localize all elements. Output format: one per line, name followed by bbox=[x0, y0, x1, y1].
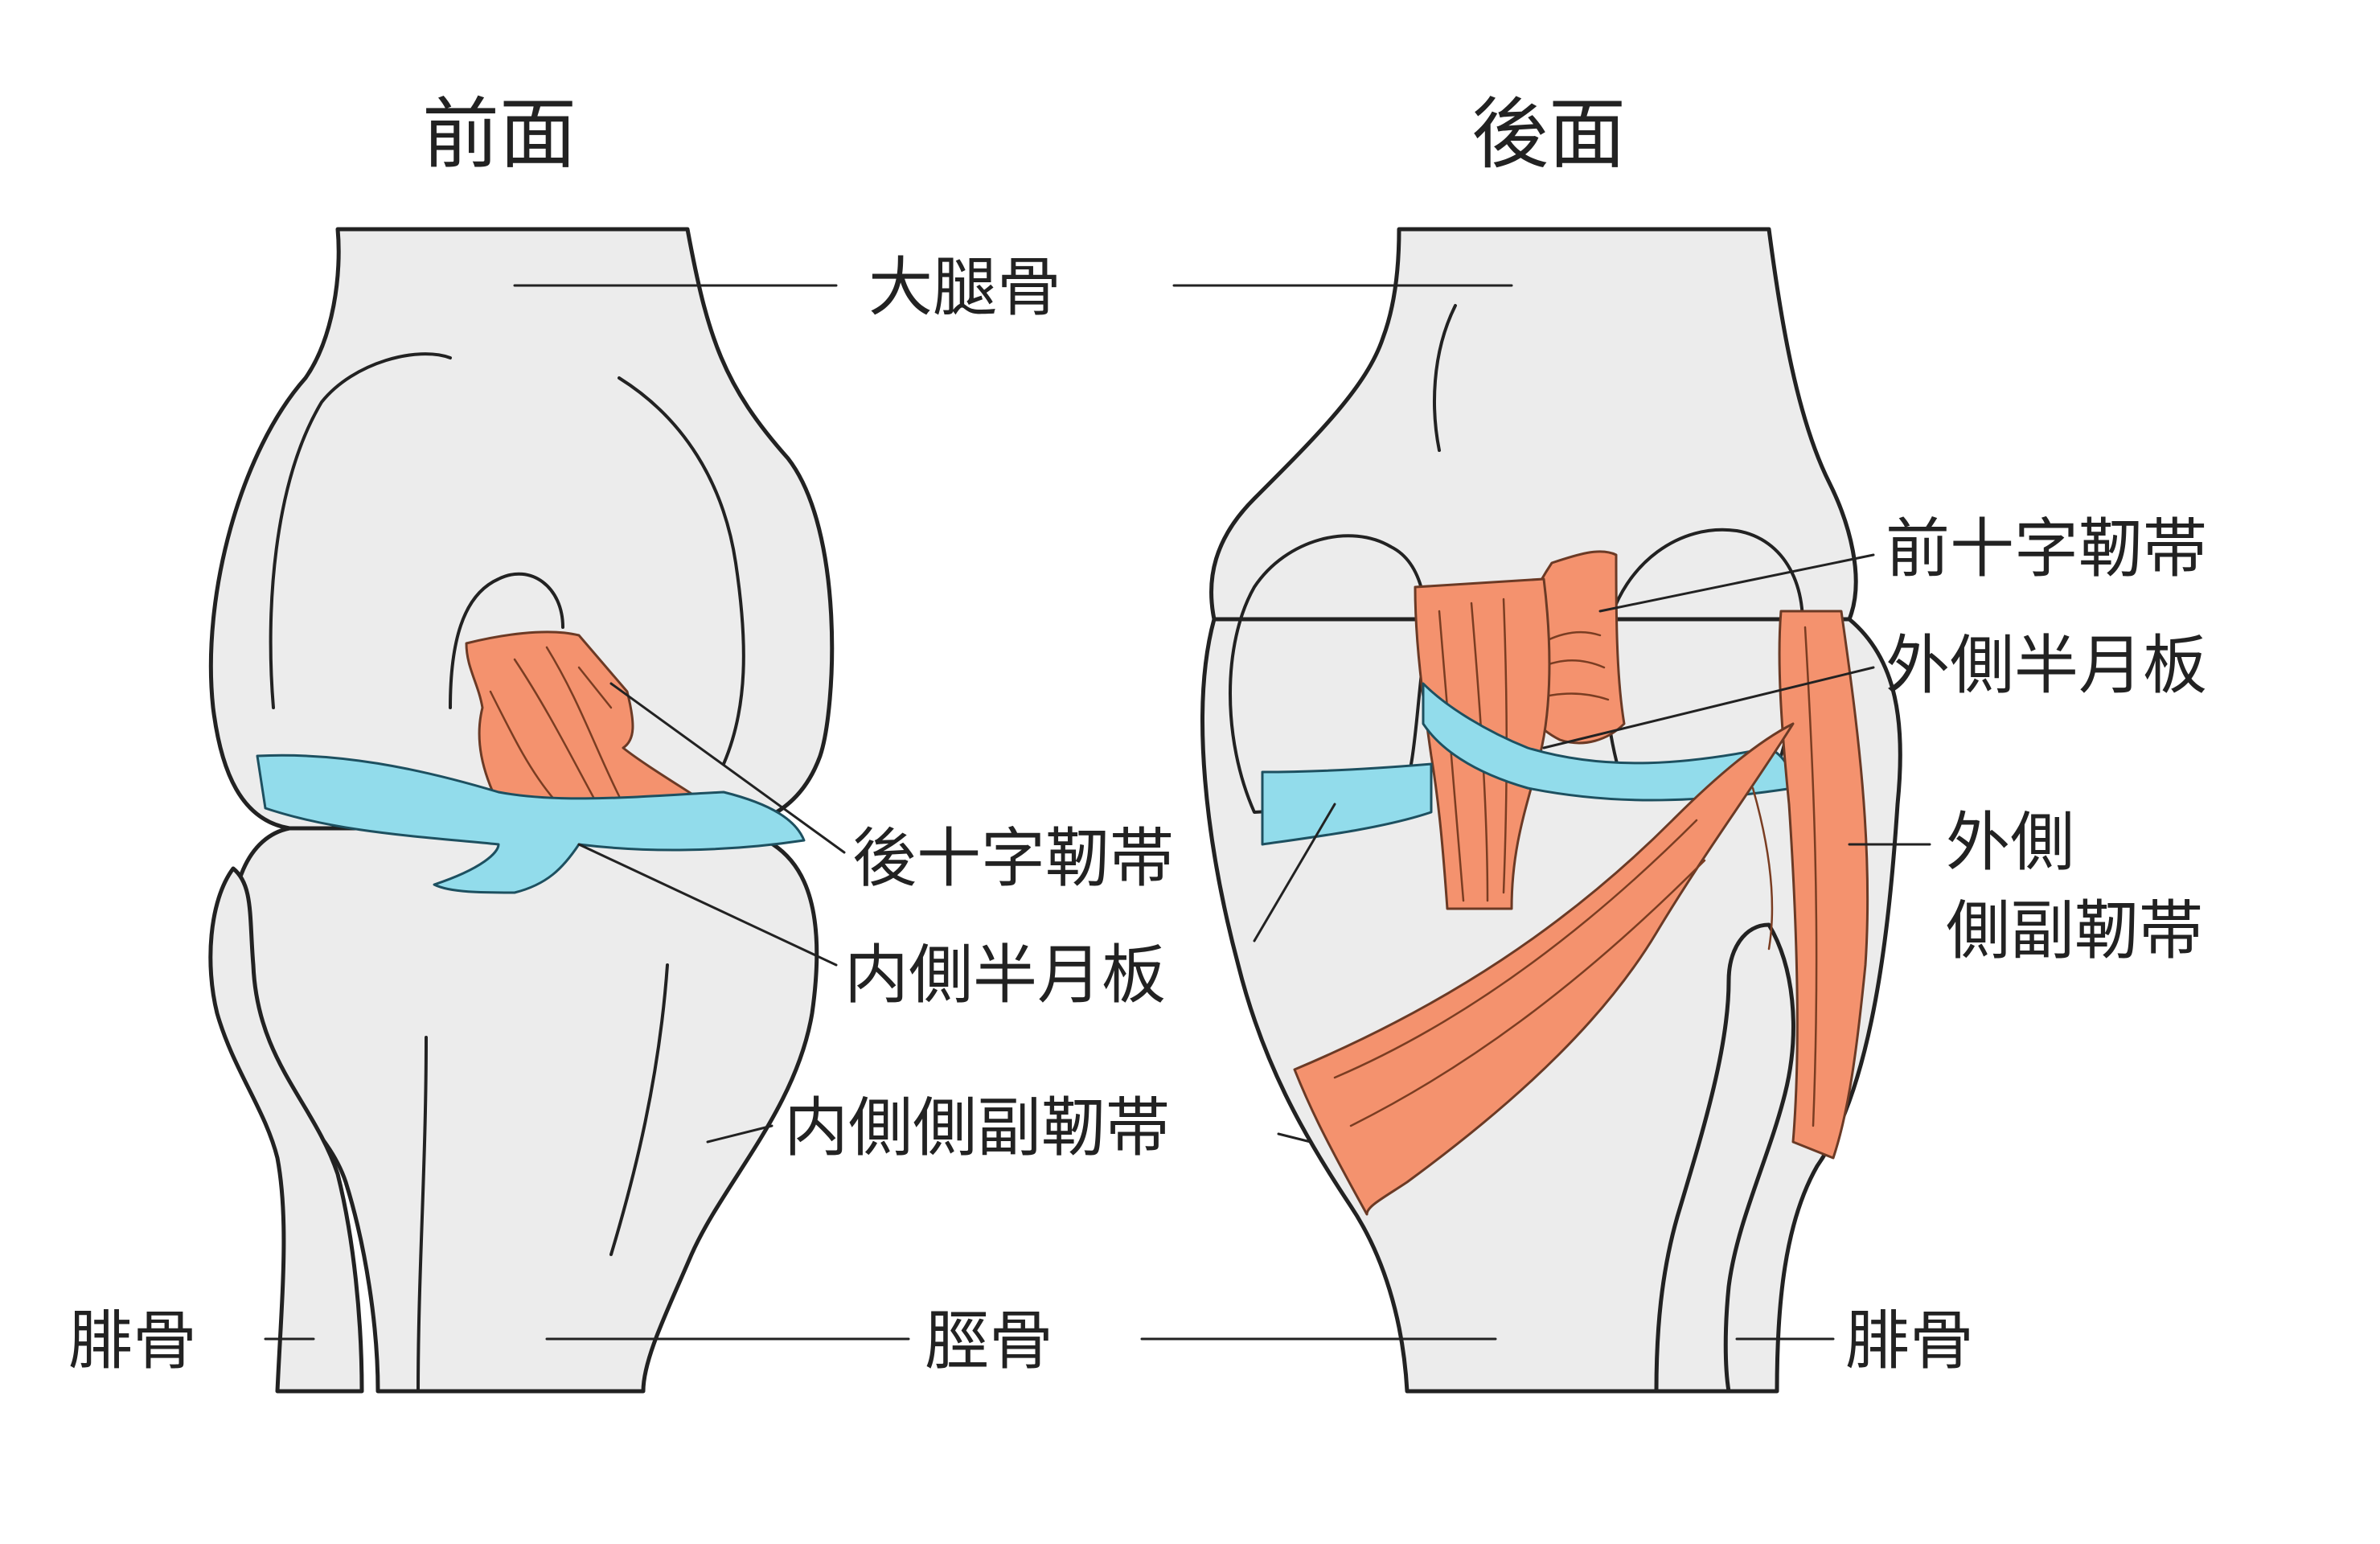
back-femur-line bbox=[1433, 304, 1457, 452]
label-lateral-meniscus: 外側半月板 bbox=[1886, 628, 2207, 703]
front-tibia-crest bbox=[609, 963, 669, 1256]
front-fibula bbox=[208, 866, 364, 1394]
label-medial-meniscus: 内側半月板 bbox=[844, 938, 1166, 1012]
label-medial-collateral-ligament: 内側側副靭帯 bbox=[784, 1090, 1170, 1165]
back-view-title: 後面 bbox=[1471, 89, 1626, 179]
labels: 前面 後面 大腿骨 後十字靭帯 内側半月板 内側側副靭帯 脛骨 腓骨 腓骨 前十… bbox=[68, 89, 2207, 1378]
front-condyle-line-right bbox=[618, 376, 745, 766]
front-medial-meniscus bbox=[256, 754, 806, 894]
back-lateral-collateral-ligament bbox=[1778, 610, 1869, 1160]
front-view bbox=[208, 227, 835, 1394]
front-shaft-line bbox=[416, 1036, 428, 1393]
back-medial-condyle bbox=[1229, 534, 1428, 814]
label-lateral-collateral-line2: 側副靭帯 bbox=[1946, 893, 2203, 968]
label-lateral-collateral-line1: 外側 bbox=[1946, 805, 2074, 880]
back-femur bbox=[1209, 227, 1858, 622]
front-notch-line bbox=[449, 572, 564, 709]
leader-lines bbox=[264, 284, 1931, 1341]
label-femur: 大腿骨 bbox=[868, 250, 1061, 325]
label-tibia: 脛骨 bbox=[925, 1304, 1053, 1378]
front-view-title: 前面 bbox=[422, 89, 577, 179]
front-condyle-line-left bbox=[269, 352, 452, 709]
label-fibula-back: 腓骨 bbox=[1845, 1304, 1974, 1378]
label-posterior-cruciate-ligament: 後十字靭帯 bbox=[852, 821, 1174, 896]
back-view bbox=[1200, 227, 1902, 1394]
back-medial-meniscus bbox=[1261, 762, 1433, 846]
back-fibula bbox=[1654, 922, 1795, 1394]
label-fibula-front: 腓骨 bbox=[68, 1304, 197, 1378]
label-anterior-cruciate-ligament: 前十字靭帯 bbox=[1886, 511, 2207, 586]
